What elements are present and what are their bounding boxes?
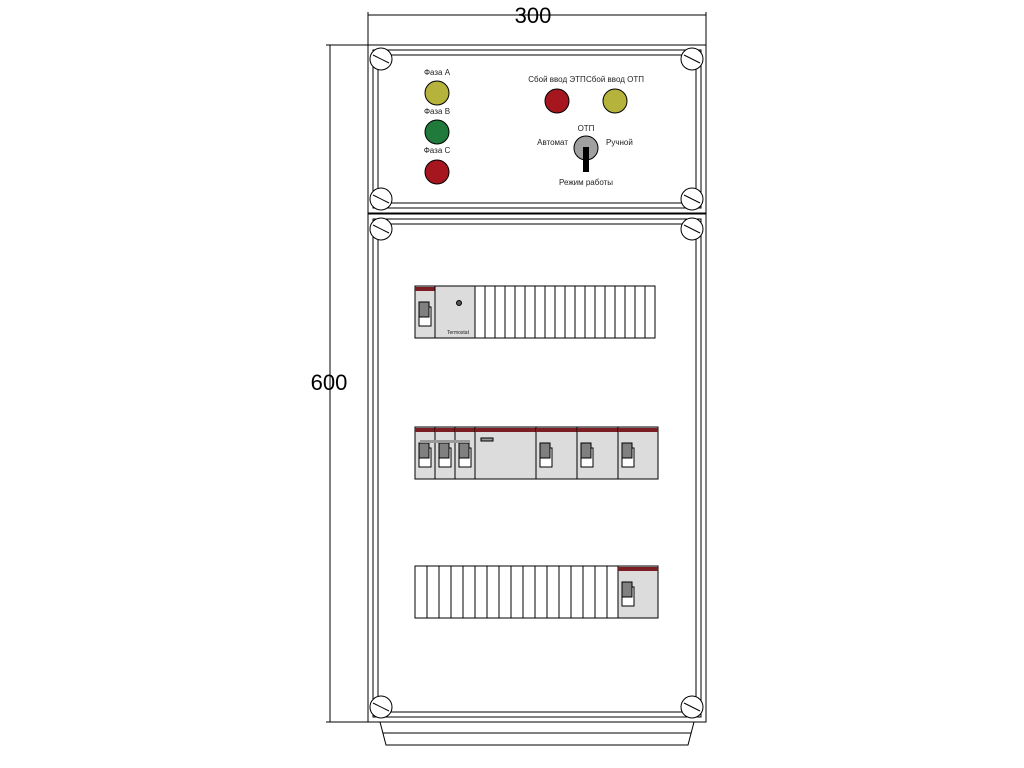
blank-module [564, 285, 576, 339]
screw-icon [369, 217, 393, 241]
thermostat-knob-icon [456, 300, 462, 306]
screw-icon [680, 217, 704, 241]
blank-module [570, 565, 584, 619]
indicator-lamp-phase-b [424, 119, 450, 145]
screw-icon [369, 47, 393, 71]
indicator-lamp-fault-etp [544, 88, 570, 114]
blank-module [494, 285, 506, 339]
blank-module [558, 565, 572, 619]
top-door [367, 44, 707, 214]
module-label: Termostat [447, 330, 470, 336]
breaker-band [415, 287, 435, 291]
screw-icon [680, 187, 704, 211]
indicator-lamp-phase-a [424, 80, 450, 106]
blank-module [498, 565, 512, 619]
breaker-band [455, 428, 475, 432]
height-dimension-label: 600 [311, 370, 348, 395]
switch-label-auto: Автомат [537, 138, 568, 147]
blank-module [414, 565, 428, 619]
blank-module [546, 565, 560, 619]
indicator-lamp-fault-otp [602, 88, 628, 114]
blank-module [524, 285, 536, 339]
blank-module [534, 285, 546, 339]
switch-handle-icon [583, 147, 589, 172]
indicator-label-fault-otp: Сбой ввод ОТП [586, 75, 644, 84]
breaker-band [415, 428, 435, 432]
blank-module [594, 565, 608, 619]
switch-label-mode: Режим работы [559, 178, 613, 187]
thermostat-module [434, 285, 476, 339]
blank-module [614, 285, 626, 339]
blank-module [634, 285, 646, 339]
screw-icons [369, 47, 704, 719]
breaker-band [577, 428, 618, 432]
screw-icon [680, 47, 704, 71]
blank-module [426, 565, 440, 619]
blank-module [486, 565, 500, 619]
breaker-handle-icon [621, 442, 633, 459]
blank-module [606, 565, 620, 619]
screw-icon [369, 187, 393, 211]
breaker-handle-icon [580, 442, 592, 459]
blank-module [534, 565, 548, 619]
screw-icon [680, 695, 704, 719]
breaker-handle-icon [539, 442, 551, 459]
blank-module [584, 285, 596, 339]
indicator-label-fault-etp: Сбой ввод ЭТП [528, 75, 586, 84]
blank-module [484, 285, 496, 339]
breaker-handle-icon [438, 442, 450, 459]
blank-module [574, 285, 586, 339]
indicator-label-phase-b: Фаза B [424, 107, 450, 116]
breaker-band [475, 428, 536, 432]
breaker-band [435, 428, 455, 432]
module-indicator [480, 437, 494, 442]
breaker-link-bar [420, 440, 470, 443]
blank-module [510, 565, 524, 619]
blank-module [474, 565, 488, 619]
blank-module [624, 285, 636, 339]
width-dimension [367, 12, 707, 45]
blank-module [504, 285, 516, 339]
screw-icon [369, 695, 393, 719]
blank-module [604, 285, 616, 339]
breaker-handle-icon [458, 442, 470, 459]
breaker-module [576, 426, 619, 480]
indicator-label-phase-a: Фаза A [424, 68, 451, 77]
blank-module [450, 565, 464, 619]
switch-label-manual: Ручной [606, 138, 633, 147]
blank-module [644, 285, 656, 339]
breaker-band [618, 428, 658, 432]
indicator-label-phase-c: Фаза C [424, 146, 451, 155]
breaker-handle-icon [418, 301, 430, 318]
width-dimension-label: 300 [515, 3, 552, 28]
blank-module [514, 285, 526, 339]
blank-module [438, 565, 452, 619]
blank-module [544, 285, 556, 339]
switch-label-top: ОТП [578, 124, 595, 133]
blank-module [582, 565, 596, 619]
breaker-band [618, 567, 658, 571]
blank-module [594, 285, 606, 339]
breaker-handle-icon [418, 442, 430, 459]
blank-module [474, 285, 486, 339]
breaker-module [474, 426, 537, 480]
breaker-handle-icon [621, 581, 633, 598]
blank-module [522, 565, 536, 619]
height-dimension [326, 44, 368, 723]
din-rails [414, 285, 659, 619]
blank-module [462, 565, 476, 619]
breaker-band [536, 428, 577, 432]
blank-module [554, 285, 566, 339]
indicator-lamp-phase-c [424, 159, 450, 185]
